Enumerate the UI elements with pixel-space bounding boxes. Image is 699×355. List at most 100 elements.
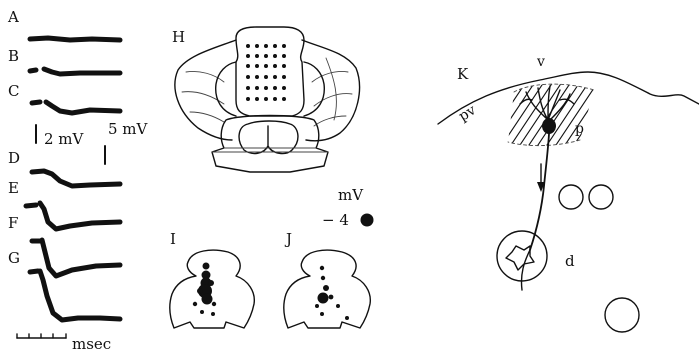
colliculi (239, 121, 298, 153)
electrode-point (273, 54, 277, 58)
recording-site (321, 276, 325, 280)
label-d-nucleus: d (565, 252, 575, 270)
recording-site (318, 293, 329, 304)
electrode-point (255, 44, 259, 48)
electrode-point (273, 75, 277, 79)
electrode-point (264, 64, 268, 68)
time-unit-label: msec (72, 335, 111, 353)
recording-site (197, 288, 203, 294)
electrode-point (246, 75, 250, 79)
label-b: B (8, 47, 19, 65)
electrode-point (282, 75, 286, 79)
electrode-point (255, 54, 259, 58)
recording-site (208, 280, 214, 286)
recording-site (345, 316, 349, 320)
recording-site (329, 295, 334, 300)
recording-site (320, 266, 324, 270)
trace-a (30, 38, 120, 40)
electrode-point (246, 86, 250, 90)
recording-site (336, 304, 340, 308)
panel-k: K pv v p d (420, 54, 699, 332)
electrode-point (282, 97, 286, 101)
recording-site (193, 302, 197, 306)
electrode-point (273, 44, 277, 48)
electrode-point (264, 44, 268, 48)
traces-group: A B C 2 mV 5 mV D E F G msec (7, 8, 149, 353)
legend-dot (361, 214, 374, 227)
hatch-line (573, 70, 633, 160)
recording-site (323, 285, 329, 291)
scale-label-2mv: 2 mV (44, 130, 85, 148)
electrode-grid (246, 44, 286, 101)
nucleus-circle (559, 185, 583, 209)
label-v: v (536, 54, 545, 70)
electrode-point (273, 64, 277, 68)
hatch-line (564, 70, 624, 160)
label-j: J (284, 230, 292, 248)
recording-site (212, 302, 216, 306)
label-c: C (8, 82, 19, 100)
hatch-line (510, 70, 570, 160)
trace-d (32, 171, 120, 186)
electrode-point (264, 75, 268, 79)
label-e: E (8, 179, 19, 197)
nucleus-circle (589, 185, 613, 209)
recording-site (202, 294, 213, 305)
electrode-point (282, 54, 286, 58)
electrode-point (282, 86, 286, 90)
recording-site (315, 304, 319, 308)
hatch-line (591, 70, 651, 160)
label-i: I (170, 230, 176, 248)
electrode-point (264, 54, 268, 58)
recording-sites-j (315, 266, 349, 320)
hatch-line (555, 70, 615, 160)
trace-b (30, 69, 120, 74)
neuron-axon (530, 134, 549, 250)
recording-site (211, 312, 215, 316)
hatch-line (582, 70, 642, 160)
trace-c (32, 102, 120, 113)
trace-e (26, 203, 120, 229)
electrode-point (264, 86, 268, 90)
panel-i: I (170, 230, 254, 328)
legend-unit: mV (338, 186, 364, 204)
recording-site (203, 263, 210, 270)
label-d: D (8, 149, 20, 167)
electrode-point (255, 64, 259, 68)
electrode-point (255, 86, 259, 90)
label-k: K (457, 65, 469, 83)
label-f: F (8, 214, 18, 232)
electrode-point (273, 97, 277, 101)
neuron-soma (542, 118, 556, 134)
electrode-point (246, 64, 250, 68)
electrode-point (273, 86, 277, 90)
hatch-line (618, 70, 678, 160)
hatch-line (519, 70, 579, 160)
label-g: G (8, 249, 20, 267)
nucleus-circle (605, 298, 639, 332)
electrode-point (246, 44, 250, 48)
label-pv: pv (456, 102, 479, 125)
label-p: p (575, 121, 584, 137)
brainstem-lower (212, 116, 328, 173)
terminal-branch (521, 250, 530, 290)
trace-f (32, 240, 120, 276)
hatch-line (501, 70, 561, 160)
legend: mV − 4 (322, 186, 374, 229)
panel-j: J (284, 230, 370, 328)
electrode-point (255, 97, 259, 101)
hatch-line (609, 70, 669, 160)
scale-label-5mv: 5 mV (108, 120, 149, 138)
hatch-line (528, 70, 588, 160)
panel-h: H (172, 27, 359, 172)
electrode-point (246, 54, 250, 58)
label-a: A (7, 8, 19, 26)
section-i-outline (170, 250, 254, 328)
electrode-point (282, 64, 286, 68)
electrode-point (255, 75, 259, 79)
hemisphere-inner-edges (216, 62, 325, 116)
electrode-point (264, 97, 268, 101)
recording-site (200, 310, 204, 314)
legend-value: − 4 (322, 211, 349, 229)
